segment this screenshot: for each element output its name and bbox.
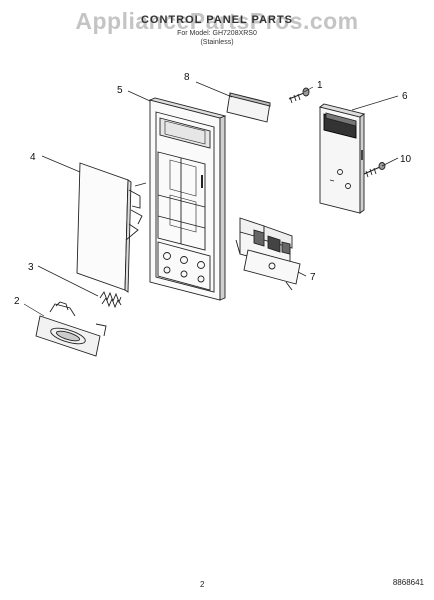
diagram-title: CONTROL PANEL PARTS: [140, 14, 294, 26]
part-3-spring[interactable]: [99, 291, 122, 309]
watermark: AppliancePartsPros.com: [75, 8, 359, 34]
callout-1: 1: [317, 80, 323, 91]
callout-8: 8: [184, 72, 190, 83]
leader-lines: [23, 81, 399, 317]
page-number: 2: [200, 580, 205, 589]
part-4-membrane-switch[interactable]: [76, 162, 147, 293]
part-6-control-board[interactable]: [318, 103, 366, 214]
part-2-release-button[interactable]: [35, 301, 107, 357]
callout-4: 4: [30, 152, 36, 163]
part-10-screw[interactable]: [363, 162, 386, 178]
part-1-screw[interactable]: [288, 87, 310, 104]
callout-6: 6: [402, 91, 408, 102]
model-line: For Model: GH7208XRS0: [177, 30, 257, 37]
finish-line: (Stainless): [200, 39, 234, 46]
diagram-code: 8868641: [392, 578, 424, 587]
part-5-control-panel[interactable]: [148, 97, 227, 301]
callout-2: 2: [14, 296, 20, 307]
part-7-bracket[interactable]: [235, 217, 301, 291]
callout-10: 10: [400, 154, 412, 165]
callout-3: 3: [28, 262, 34, 273]
part-8-label[interactable]: [226, 92, 271, 123]
callout-7: 7: [310, 272, 316, 283]
callout-5: 5: [117, 85, 123, 96]
